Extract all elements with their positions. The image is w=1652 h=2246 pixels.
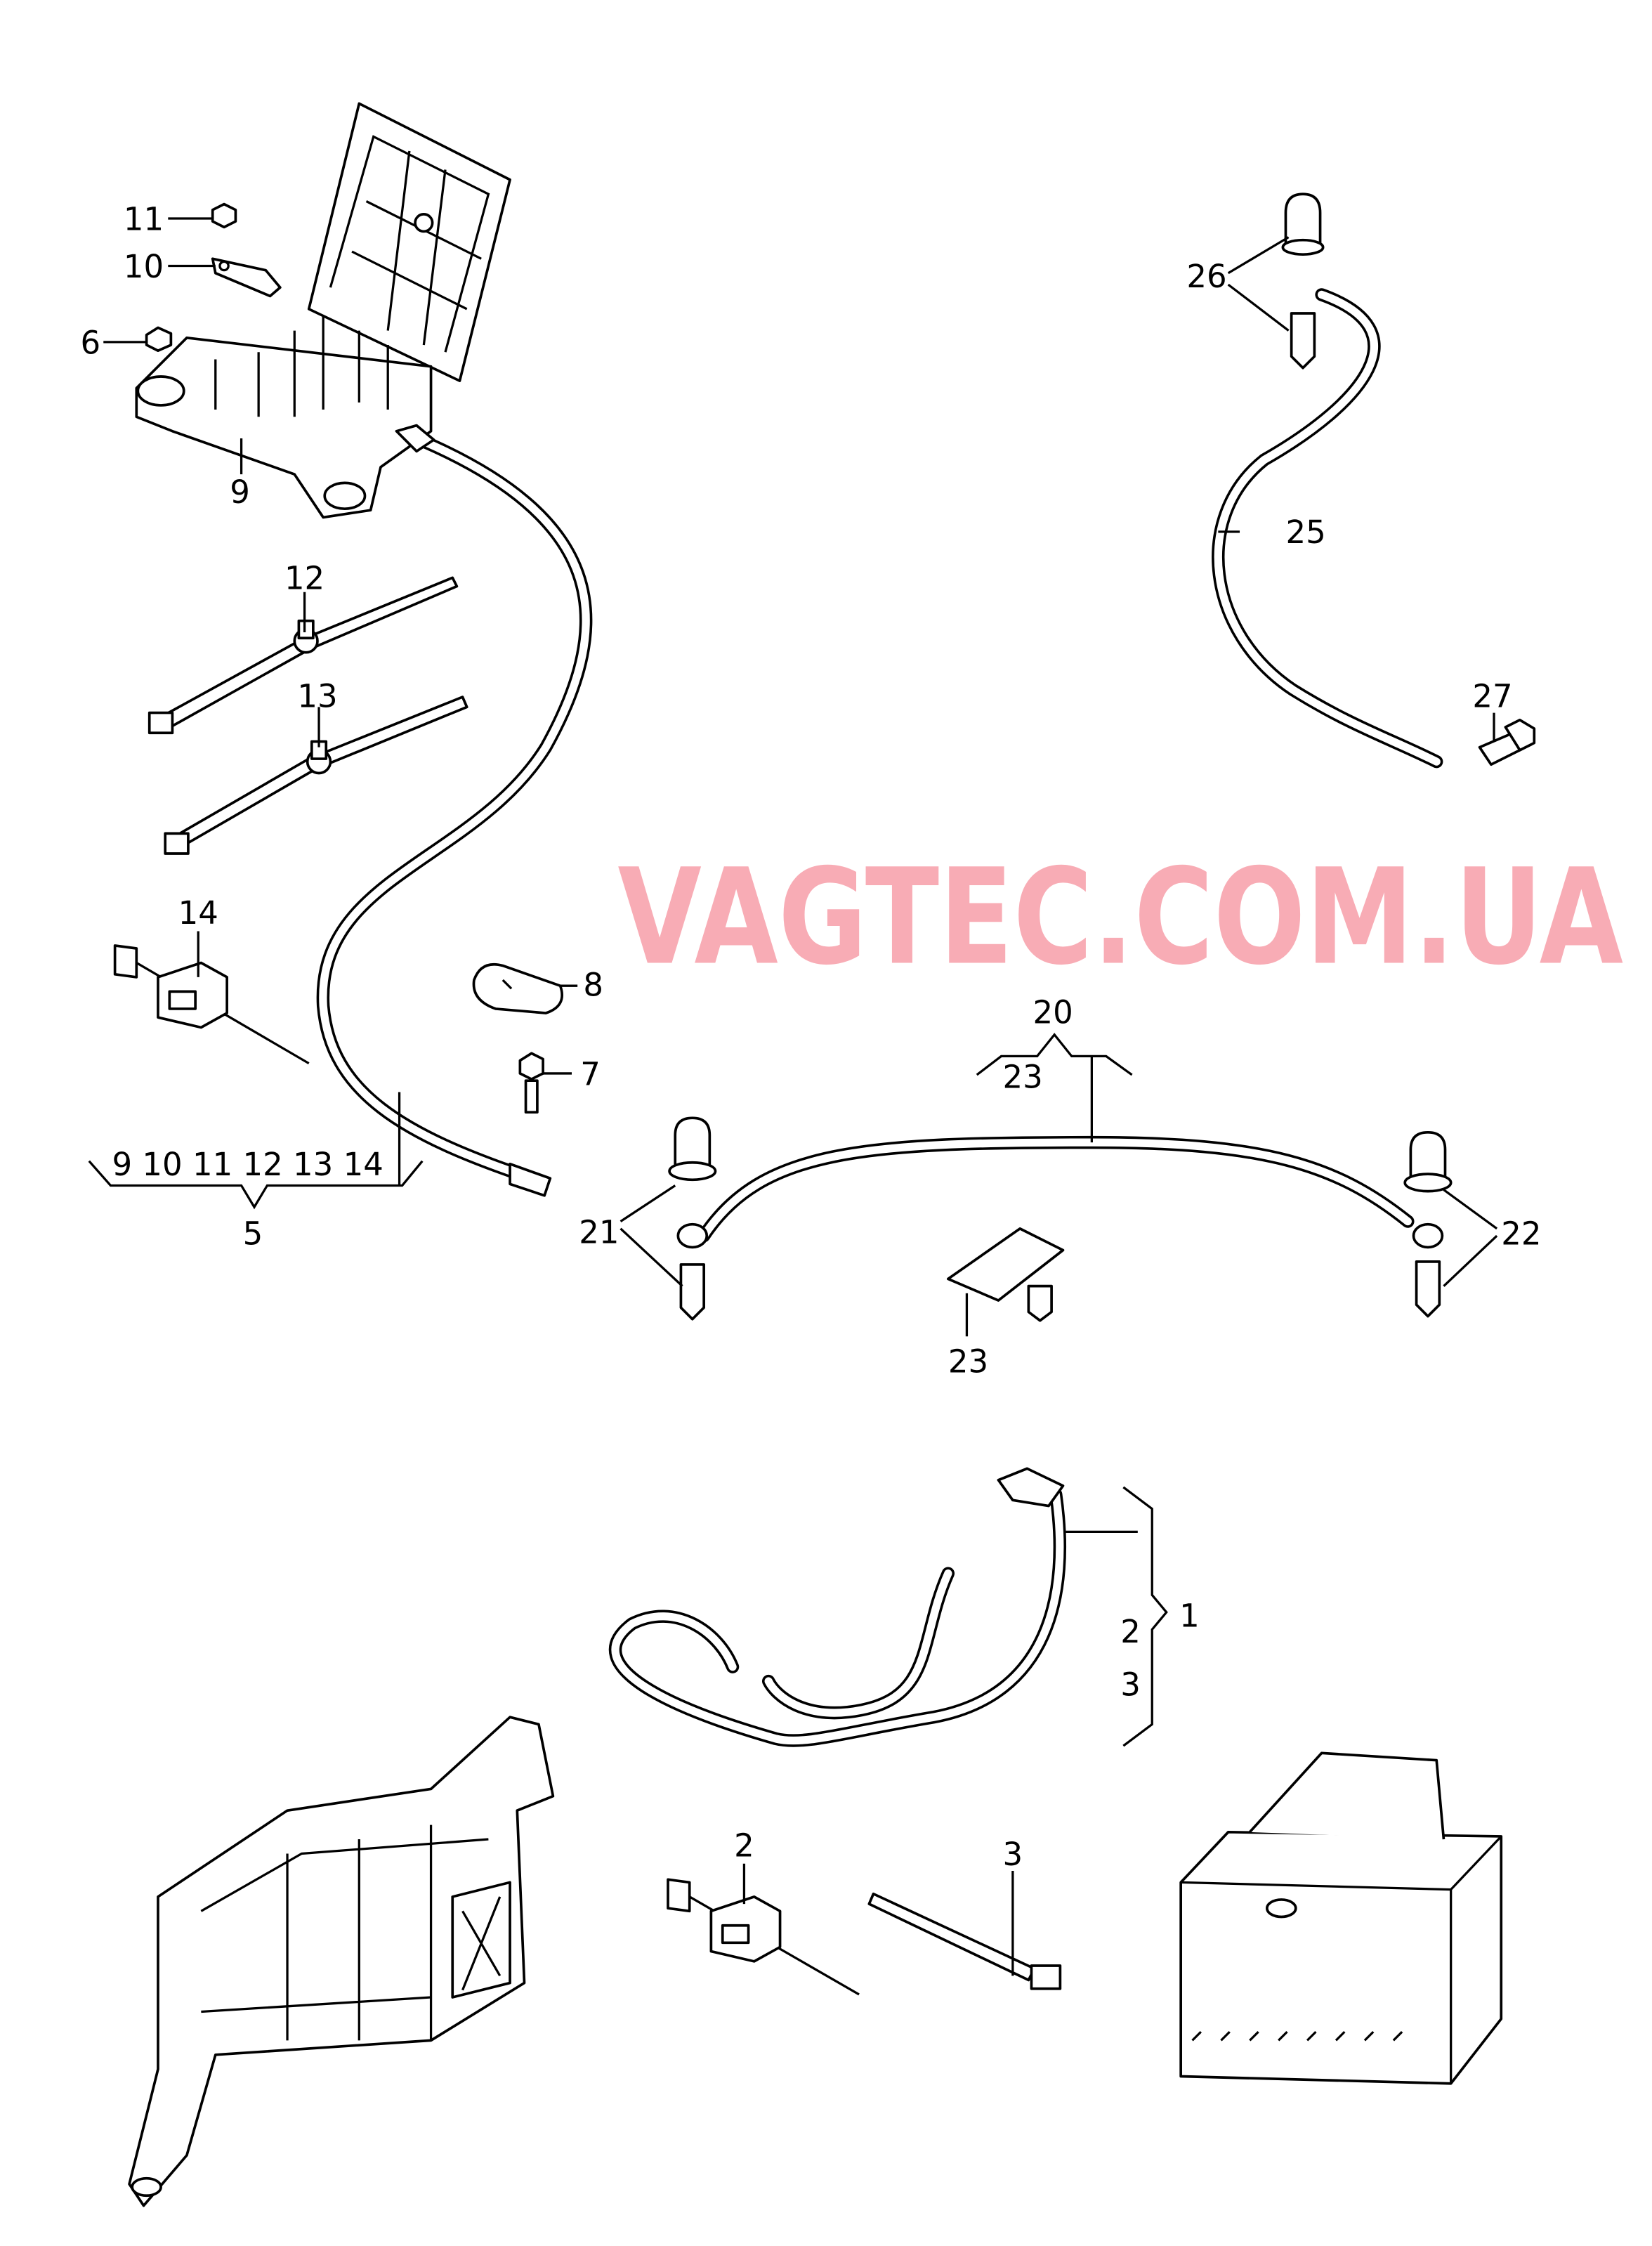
nut-part-6[interactable] [145,326,173,353]
callout-3-group: 3 [1120,1666,1141,1704]
callout-20: 20 [1033,993,1073,1031]
strap-part-10[interactable] [211,257,282,298]
bolt-part-22[interactable] [1403,1130,1453,1318]
clip-part-2[interactable] [667,1878,860,1996]
fuse-carrier-bracket[interactable] [128,1716,555,2207]
leader-lines [88,217,1498,1976]
callout-26: 26 [1186,258,1226,295]
bolt-part-26[interactable] [1281,192,1325,370]
callout-8: 8 [583,966,603,1003]
callout-7: 7 [580,1055,601,1092]
callout-23-upper: 23 [1003,1058,1043,1095]
battery-cable[interactable] [316,424,593,1197]
bolt-part-21[interactable] [668,1116,717,1321]
callout-6: 6 [81,324,101,361]
callout-23-lower: 23 [948,1343,988,1380]
callout-10: 10 [124,248,164,285]
callout-12: 12 [284,560,324,597]
callout-25: 25 [1285,514,1325,551]
cable-tie-part-12[interactable] [148,576,459,735]
group-5-items: 9 10 11 12 13 14 [112,1146,383,1183]
callout-2: 2 [734,1827,754,1865]
battery-harness-part-1[interactable] [608,1467,1067,1747]
callout-27: 27 [1472,677,1512,714]
callout-14: 14 [178,894,218,932]
callout-13: 13 [297,677,337,714]
cable-tie-part-3[interactable] [867,1892,1062,1990]
cable-part-25[interactable] [1212,288,1443,769]
ground-cable-part-20[interactable] [697,1135,1415,1243]
cable-tie-part-13[interactable] [164,696,468,855]
callout-5: 5 [243,1215,263,1252]
cap-part-8[interactable] [472,962,564,1014]
callout-21: 21 [579,1213,619,1251]
nut-part-11[interactable] [211,202,237,229]
callout-2-group: 2 [1120,1613,1141,1650]
bolt-part-27[interactable] [1478,718,1536,766]
clip-part-14[interactable] [113,944,310,1065]
callout-11: 11 [124,200,164,237]
fuse-holder-part-9[interactable] [135,102,511,519]
callout-1: 1 [1179,1597,1200,1634]
bolt-part-7[interactable] [518,1052,544,1114]
callout-9: 9 [230,474,250,511]
clip-part-23[interactable] [947,1227,1065,1322]
callout-22: 22 [1501,1215,1541,1252]
battery[interactable] [1179,1751,1503,2085]
callout-3: 3 [1003,1836,1023,1873]
watermark: VAGTEC.COM.UA [617,840,1623,994]
